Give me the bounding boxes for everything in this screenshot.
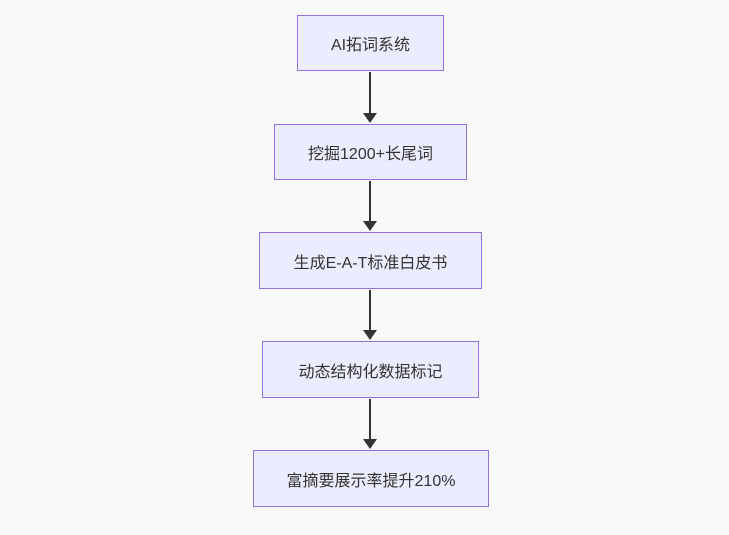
flow-arrow-d-to-e <box>363 399 378 449</box>
flow-node-rich-snippet-result: 富摘要展示率提升210% <box>253 450 489 507</box>
arrow-line <box>369 72 371 115</box>
flow-node-longtail-mining: 挖掘1200+长尾词 <box>274 124 467 180</box>
arrowhead-down-icon <box>363 113 377 123</box>
flow-node-ai-word-expansion: AI拓词系统 <box>297 15 444 71</box>
flow-node-eat-whitepaper: 生成E-A-T标准白皮书 <box>259 232 482 289</box>
arrowhead-down-icon <box>363 439 377 449</box>
flow-arrow-a-to-b <box>363 72 378 123</box>
flow-node-structured-data-markup: 动态结构化数据标记 <box>262 341 479 398</box>
arrow-line <box>369 290 371 332</box>
flow-arrow-c-to-d <box>363 290 378 340</box>
arrowhead-down-icon <box>363 330 377 340</box>
flow-arrow-b-to-c <box>363 181 378 231</box>
arrowhead-down-icon <box>363 221 377 231</box>
arrow-line <box>369 181 371 223</box>
arrow-line <box>369 399 371 441</box>
